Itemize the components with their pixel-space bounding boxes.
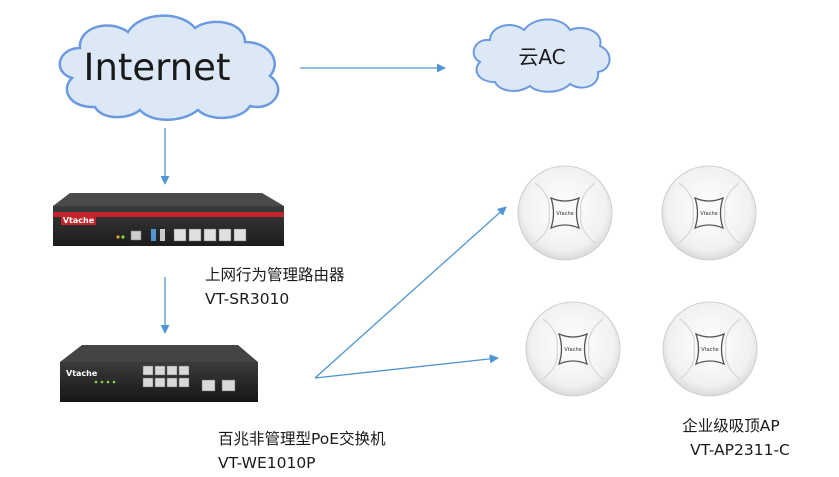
router-usb-port-1 bbox=[151, 229, 156, 241]
switch-led-3 bbox=[106, 380, 110, 384]
access-point-1-brand: Vtache bbox=[556, 211, 573, 217]
switch-name-label: 百兆非管理型PoE交换机 bbox=[218, 430, 386, 448]
router-console-port bbox=[130, 230, 142, 241]
router-logo-badge bbox=[61, 214, 96, 225]
arrow-switch-to-ap-bottom bbox=[314, 354, 499, 379]
cloud-ac-label: 云AC bbox=[518, 45, 565, 69]
access-point-2: Vtache bbox=[661, 165, 757, 261]
access-point-1: Vtache bbox=[517, 165, 613, 261]
access-point-2-brand: Vtache bbox=[700, 211, 717, 217]
switch-led-2 bbox=[100, 380, 104, 384]
switch-uplink-port-2 bbox=[221, 379, 236, 392]
switch-port-7 bbox=[166, 377, 178, 388]
arrow-switch-to-ap-top bbox=[314, 206, 507, 379]
switch-port-8 bbox=[178, 377, 190, 388]
switch-port-4 bbox=[178, 365, 190, 376]
switch-port-2 bbox=[154, 365, 166, 376]
router-name-label: 上网行为管理路由器 bbox=[205, 266, 345, 284]
router-brand-logo: Vtache bbox=[63, 216, 95, 225]
router-usb-port-2 bbox=[160, 229, 165, 241]
switch-led-1 bbox=[94, 380, 98, 384]
switch-brand-logo: Vtache bbox=[66, 369, 98, 378]
router-device: Vtache bbox=[53, 193, 284, 246]
router-top-face bbox=[53, 193, 284, 206]
router-lan-port-2 bbox=[188, 228, 202, 242]
internet-cloud: Internet bbox=[58, 14, 280, 121]
switch-model-label: VT-WE1010P bbox=[218, 454, 316, 472]
router-model-label: VT-SR3010 bbox=[205, 290, 289, 308]
ap-model-label: VT-AP2311-C bbox=[690, 441, 790, 459]
switch-port-1 bbox=[142, 365, 154, 376]
access-point-4: Vtache bbox=[662, 301, 758, 397]
switch-device: Vtache bbox=[60, 345, 258, 402]
internet-cloud-shape bbox=[58, 14, 280, 121]
switch-port-6 bbox=[154, 377, 166, 388]
internet-label: Internet bbox=[84, 46, 231, 89]
switch-uplink-port-1 bbox=[201, 379, 216, 392]
router-lan-port-1 bbox=[173, 228, 187, 242]
router-lan-port-4 bbox=[218, 228, 232, 242]
switch-port-5 bbox=[142, 377, 154, 388]
router-lan-port-5 bbox=[233, 228, 247, 242]
access-point-4-brand: Vtache bbox=[701, 347, 718, 353]
switch-led-4 bbox=[112, 380, 116, 384]
router-status-led bbox=[121, 235, 125, 239]
router-power-led bbox=[116, 235, 120, 239]
access-point-3-brand: Vtache bbox=[564, 347, 581, 353]
ap-name-label: 企业级吸顶AP bbox=[682, 417, 779, 435]
cloud-ac-shape bbox=[472, 18, 611, 93]
access-point-3: Vtache bbox=[525, 301, 621, 397]
switch-top-face bbox=[60, 345, 258, 362]
switch-port-3 bbox=[166, 365, 178, 376]
router-lan-port-3 bbox=[203, 228, 217, 242]
cloud-ac: 云AC bbox=[472, 18, 611, 93]
router-red-stripe bbox=[53, 212, 284, 217]
